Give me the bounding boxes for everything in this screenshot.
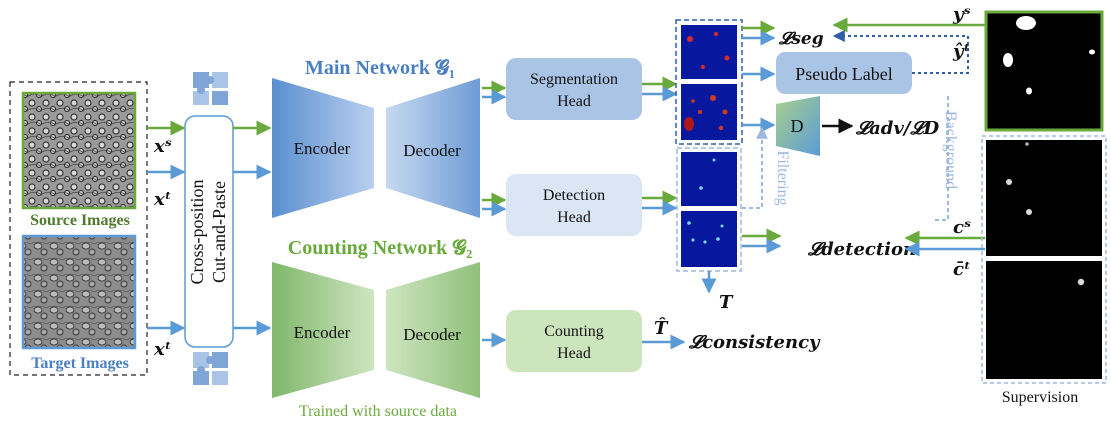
- counting-encoder-label: Encoder: [294, 323, 351, 342]
- discriminator-label: D: [791, 116, 804, 136]
- loss-detection: 𝓛detection: [807, 239, 916, 260]
- counting-encoder: [272, 262, 374, 398]
- count-head-line1: Counting: [544, 323, 604, 340]
- math-cs: cˢ: [953, 217, 971, 238]
- count-head-line2: Head: [557, 345, 591, 362]
- puzzle-icon-bottom: [193, 352, 228, 385]
- math-ct-bar: c̄ᵗ: [953, 259, 971, 280]
- supervision-det-map-target: [986, 261, 1102, 379]
- segmentation-head: [506, 58, 642, 120]
- math-xs-top: xˢ: [153, 136, 172, 157]
- arrow-pseudo-yt: [832, 30, 969, 74]
- seg-map-target: [681, 84, 737, 140]
- supervision-det-frame: [981, 135, 1107, 384]
- math-T-hat: T̂: [654, 317, 669, 339]
- seg-head-line1: Segmentation: [530, 71, 618, 88]
- filtering-label: Filtering: [774, 150, 791, 205]
- det-head-line2: Head: [557, 209, 591, 226]
- trained-with-note: Trained with source data: [299, 403, 457, 420]
- det-map-source: [681, 152, 737, 206]
- source-image: [21, 91, 137, 210]
- main-decoder-label: Decoder: [403, 141, 461, 160]
- input-images-frame: [9, 81, 148, 376]
- det-head-line1: Detection: [543, 187, 605, 204]
- target-images-label: Target Images: [31, 355, 129, 372]
- counting-decoder: [386, 262, 480, 398]
- math-yt-hat: ŷᵗ: [952, 41, 970, 62]
- main-network-title: Main Network 𝓖₁: [305, 57, 455, 79]
- main-decoder: [386, 78, 480, 218]
- loss-consistency: 𝓛consistency: [688, 332, 821, 353]
- math-xt-bottom: xᵗ: [153, 339, 171, 360]
- cut-paste-line1: Cross-position: [187, 179, 207, 284]
- main-encoder-label: Encoder: [294, 139, 351, 158]
- main-encoder: [272, 78, 374, 218]
- counting-head: [506, 310, 642, 372]
- math-xt-top: xᵗ: [153, 189, 171, 210]
- counting-network-title: Counting Network 𝓖₂: [288, 237, 473, 259]
- pseudo-label-box: [776, 52, 912, 94]
- counting-decoder-label: Decoder: [403, 325, 461, 344]
- pseudo-label-text: Pseudo Label: [795, 64, 892, 84]
- seg-predictions-frame: [675, 19, 743, 145]
- det-map-target: [681, 211, 737, 267]
- math-T: T: [719, 292, 734, 313]
- supervision-det-map-source: [986, 140, 1102, 256]
- discriminator: [776, 96, 820, 156]
- seg-map-source: [681, 25, 737, 79]
- puzzle-icon-top: [193, 72, 228, 105]
- loss-seg: 𝓛seg: [778, 29, 824, 49]
- target-image: [21, 234, 137, 350]
- cut-paste-line2: Cut-and-Paste: [209, 181, 229, 283]
- loss-adv: 𝓛adv/𝓛D: [855, 118, 939, 139]
- cut-and-paste-block: [184, 115, 234, 348]
- filtering-path: [742, 126, 768, 209]
- seg-head-line2: Head: [557, 93, 591, 110]
- math-ys: yˢ: [952, 4, 971, 25]
- supervision-seg-map: [984, 10, 1104, 132]
- background-label: Background: [942, 111, 959, 189]
- source-images-label: Source Images: [30, 212, 130, 229]
- detection-head: [506, 174, 642, 236]
- supervision-label: Supervision: [1002, 389, 1078, 406]
